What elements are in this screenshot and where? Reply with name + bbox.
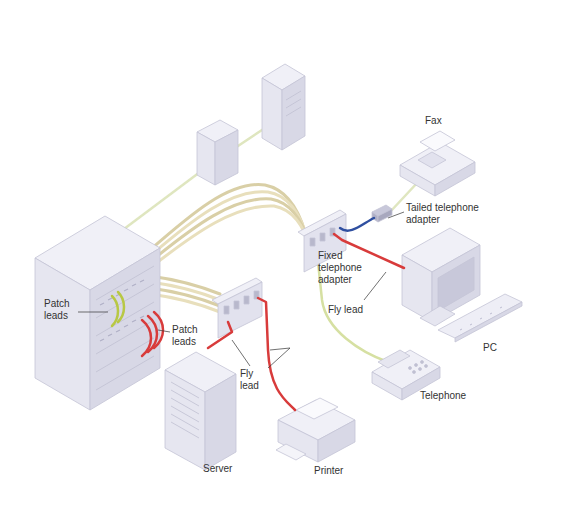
fly-lead-label: Fly lead	[328, 304, 388, 316]
pc-label: PC	[483, 342, 513, 354]
patch-leads-label: Patch leads	[172, 324, 208, 348]
patch-leads-label: Patch leads	[44, 298, 80, 322]
fly-lead-label: Fly lead	[240, 368, 270, 392]
telephone-label: Telephone	[420, 390, 490, 402]
adapter-label: Tailed telephone adapter	[406, 202, 498, 226]
server-label: Server	[203, 463, 253, 475]
fax-label: Fax	[425, 115, 465, 127]
printer-label: Printer	[314, 465, 364, 477]
adapter-label: Fixed telephone adapter	[318, 250, 376, 286]
